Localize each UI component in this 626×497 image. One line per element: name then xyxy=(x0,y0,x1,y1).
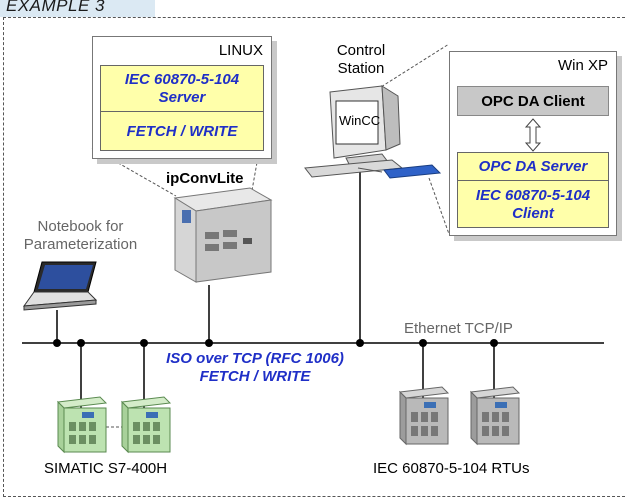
header-tab xyxy=(0,0,155,17)
linux-panel-title: LINUX xyxy=(218,42,263,59)
winxp-callout-bottom xyxy=(428,177,450,235)
linux-stack: IEC 60870-5-104 Server FETCH / WRITE xyxy=(100,65,264,151)
junction-rtu1 xyxy=(419,339,427,347)
junction-plc1 xyxy=(77,339,85,347)
junction-ipconv xyxy=(205,339,213,347)
fetch-write-box: FETCH / WRITE xyxy=(101,114,263,150)
notebook-label: Notebook for Parameterization xyxy=(23,218,138,253)
notebook-icon xyxy=(22,261,98,311)
junction-control-station xyxy=(356,339,364,347)
winxp-stack: OPC DA Server IEC 60870-5-104 Client xyxy=(457,152,609,228)
junction-plc2 xyxy=(140,339,148,347)
junction-dots xyxy=(53,339,498,347)
iec-client-box: IEC 60870-5-104 Client xyxy=(458,183,608,227)
ipconvlite-device xyxy=(173,187,273,283)
ipconvlite-label: ipConvLite xyxy=(166,170,244,187)
opc-da-client-box: OPC DA Client xyxy=(457,86,609,116)
plc-rack-1 xyxy=(56,396,108,454)
plc-rack-2 xyxy=(120,396,172,454)
winxp-panel-title: Win XP xyxy=(557,57,608,74)
linux-panel: LINUX IEC 60870-5-104 Server FETCH / WRI… xyxy=(92,36,272,159)
iec-server-box: IEC 60870-5-104 Server xyxy=(101,66,263,112)
iso-fetch-write-label: FETCH / WRITE xyxy=(199,368,311,385)
rtu-label: IEC 60870-5-104 RTUs xyxy=(373,460,530,477)
ethernet-label: Ethernet TCP/IP xyxy=(404,320,513,337)
rtu-rack-1 xyxy=(398,386,450,446)
rtu-rack-2 xyxy=(469,386,521,446)
iso-tcp-label: ISO over TCP (RFC 1006) xyxy=(166,350,344,367)
bidirectional-arrow-icon xyxy=(524,118,542,152)
control-station-pc xyxy=(304,85,442,179)
simatic-label: SIMATIC S7-400H xyxy=(44,460,168,477)
page-title: EXAMPLE 3 xyxy=(6,0,105,15)
junction-rtu2 xyxy=(490,339,498,347)
opc-da-server-box: OPC DA Server xyxy=(458,153,608,181)
control-station-label: Control Station xyxy=(336,42,386,77)
wincc-screen-text: WinCC xyxy=(339,113,381,128)
winxp-panel: Win XP OPC DA Client OPC DA Server IEC 6… xyxy=(449,51,617,236)
junction-notebook xyxy=(53,339,61,347)
